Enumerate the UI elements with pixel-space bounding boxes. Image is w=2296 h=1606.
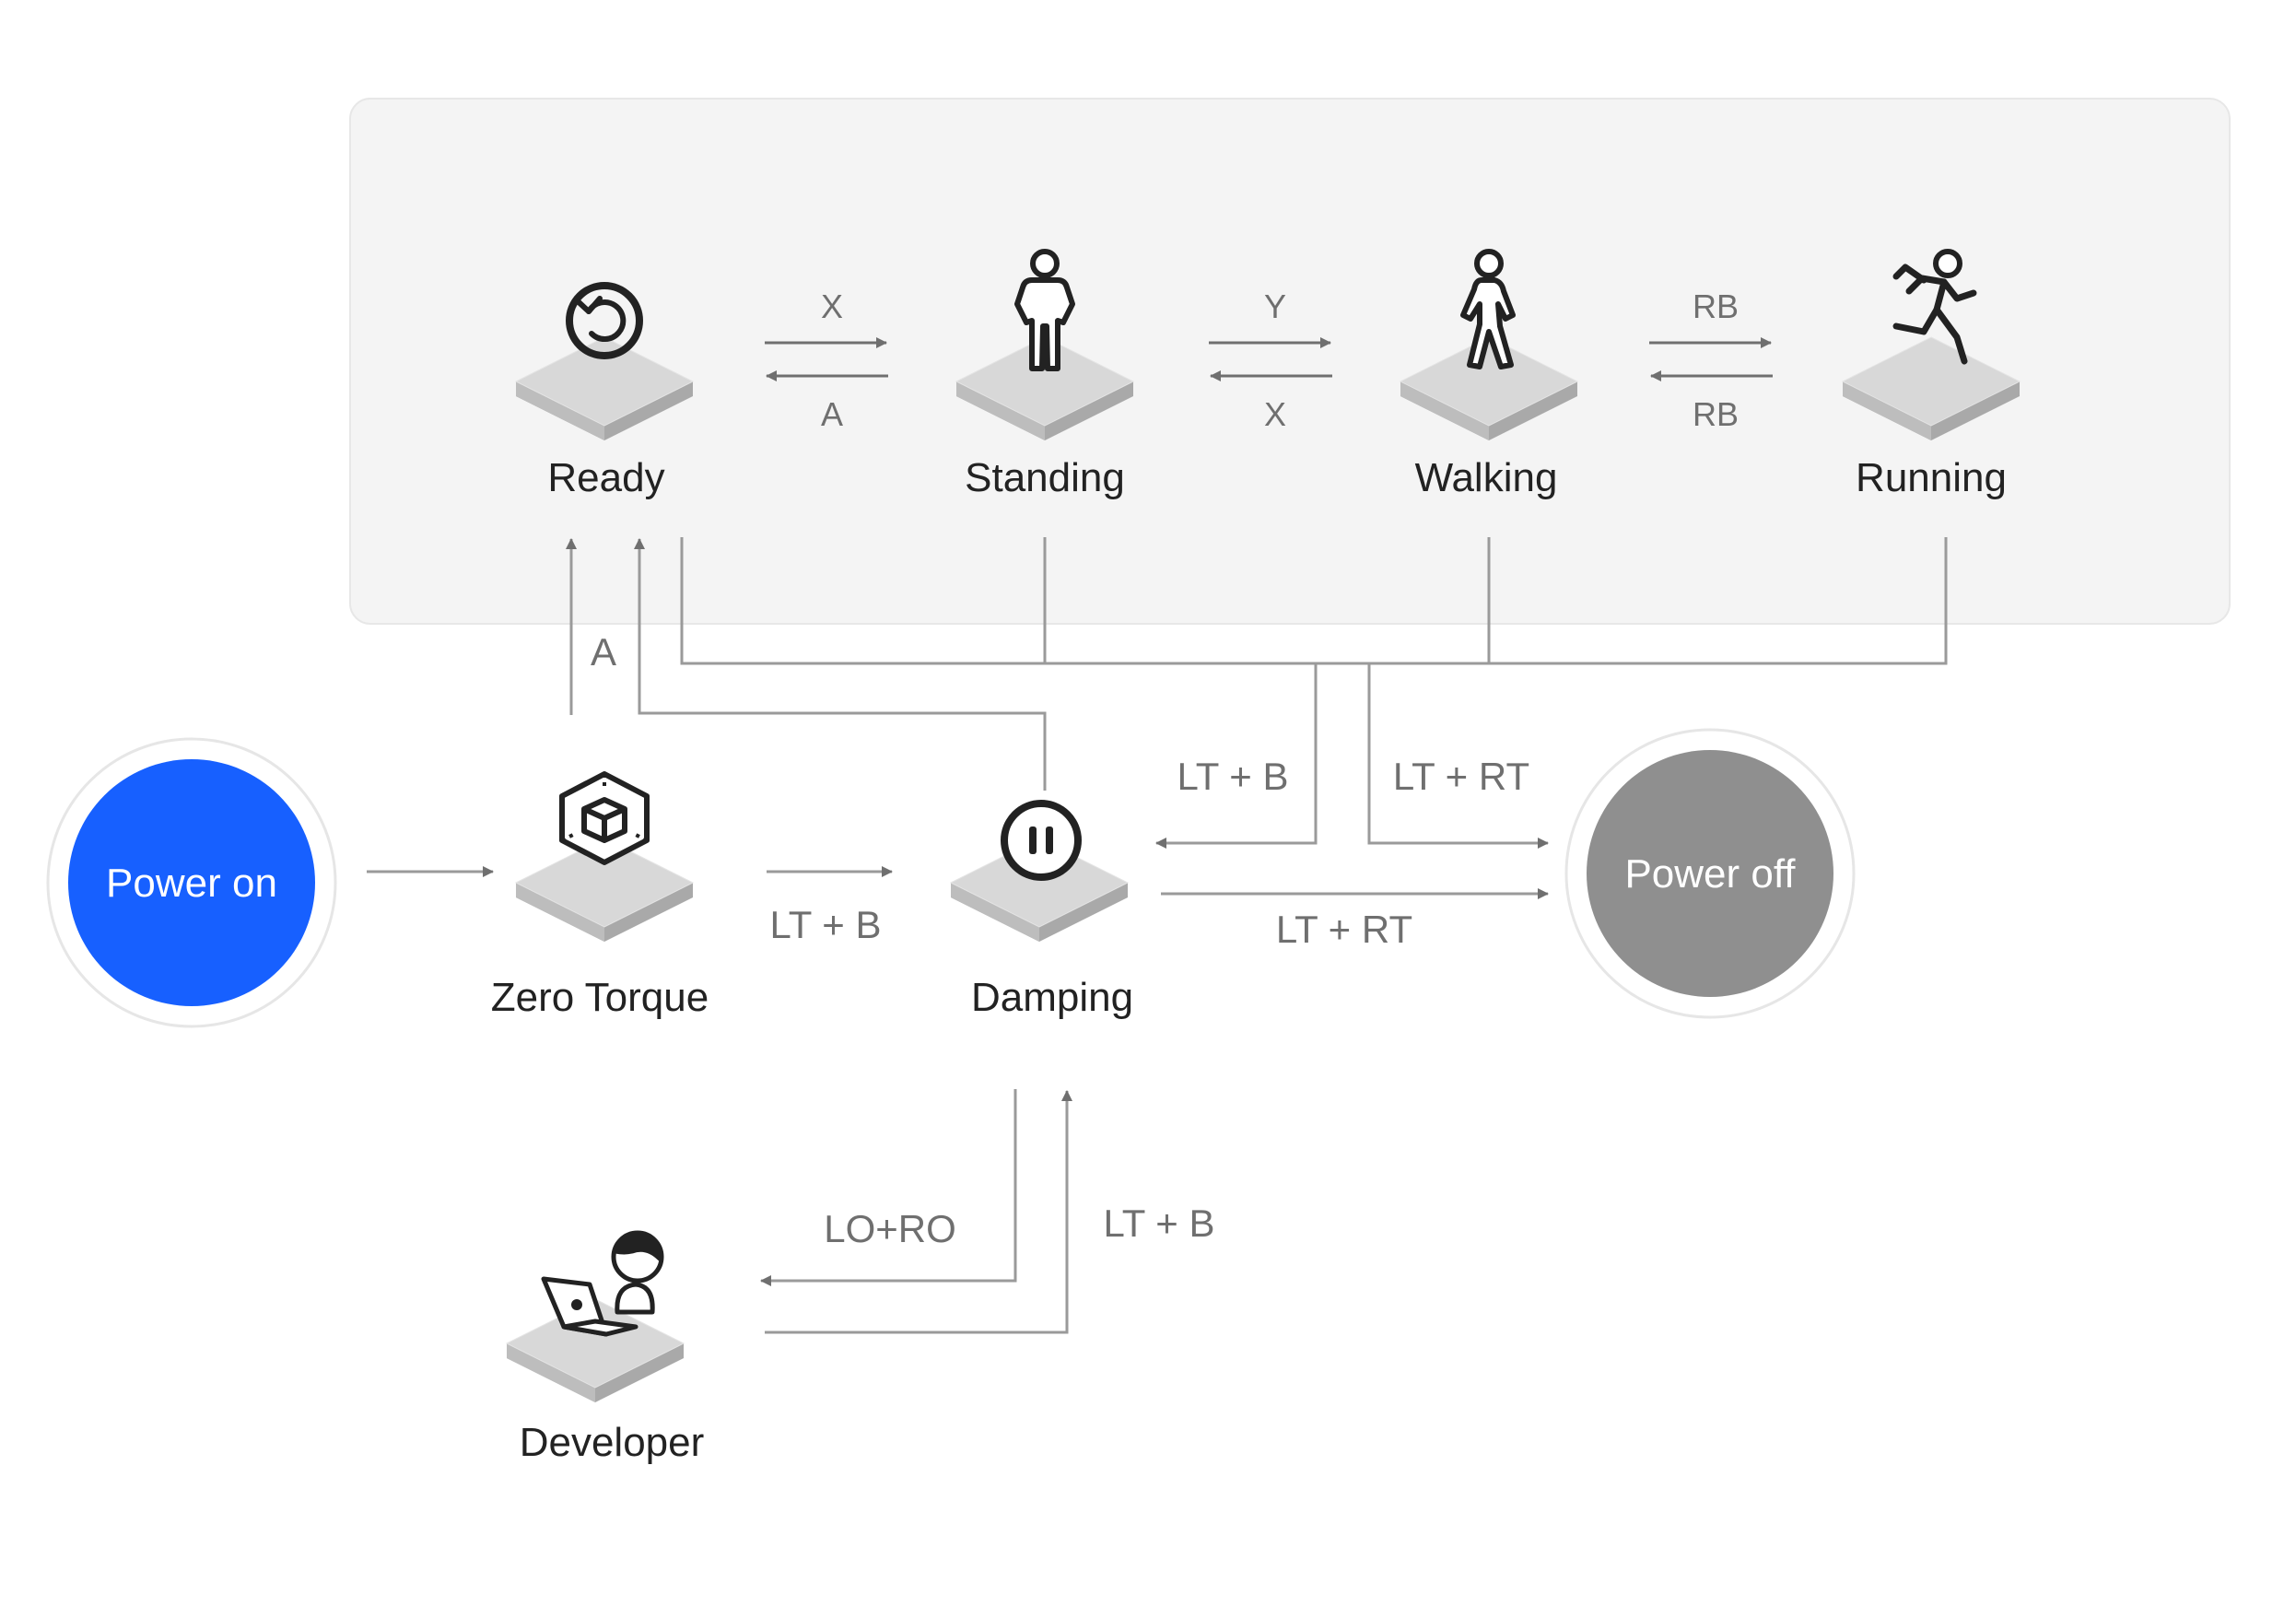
damping-to-developer-line <box>760 1089 1017 1286</box>
developer-to-damping-line <box>765 1090 1072 1334</box>
motion-modes-panel <box>349 98 2231 625</box>
motion-to-damping-key: LT + B <box>1177 755 1288 798</box>
standing-to-walking-key: Y <box>1264 287 1286 325</box>
standing-person-icon <box>1014 249 1075 371</box>
state-damping[interactable]: Damping <box>950 800 1133 1020</box>
reset-icon <box>566 282 643 359</box>
state-label-ready: Ready <box>547 455 664 500</box>
state-ready[interactable]: Ready <box>515 282 694 500</box>
state-label-damping: Damping <box>971 975 1133 1020</box>
state-zero-torque[interactable]: Zero Torque <box>491 771 709 1020</box>
state-label-running: Running <box>1856 455 2007 500</box>
standing-to-ready-key: A <box>821 395 843 433</box>
state-label-developer: Developer <box>520 1420 705 1465</box>
state-developer[interactable]: Developer <box>506 1230 705 1465</box>
bus-line <box>680 537 1948 665</box>
bus-to-damping-line <box>1155 663 1318 849</box>
power-off-node[interactable]: Power off <box>1564 728 1856 1019</box>
state-standing[interactable]: Standing <box>955 249 1134 500</box>
power-on-node[interactable]: Power on <box>46 737 337 1028</box>
walking-person-icon <box>1460 249 1516 369</box>
ready-to-standing-key: X <box>821 287 843 325</box>
damping-to-developer-key: LO+RO <box>824 1207 956 1250</box>
developer-to-damping-key: LT + B <box>1103 1202 1214 1245</box>
damping-to-ready-line <box>634 538 1047 791</box>
power-on-label: Power on <box>106 861 277 906</box>
walking-to-standing-key: X <box>1264 395 1286 433</box>
developer-laptop-icon <box>541 1230 664 1337</box>
state-label-zero-torque: Zero Torque <box>491 975 709 1020</box>
damping-to-power-off-key: LT + RT <box>1276 908 1412 951</box>
state-label-walking: Walking <box>1415 455 1558 500</box>
running-person-icon <box>1892 249 1977 365</box>
connector-lines <box>367 537 1948 1334</box>
state-transition-arrows <box>765 337 1773 381</box>
state-running[interactable]: Running <box>1842 249 2021 500</box>
running-to-walking-key: RB <box>1693 395 1739 433</box>
bus-to-power-off-line <box>1367 663 1549 849</box>
power-off-label: Power off <box>1624 851 1796 897</box>
state-label-standing: Standing <box>965 455 1125 500</box>
zero-torque-to-ready-key: A <box>591 630 616 674</box>
walking-to-running-key: RB <box>1693 287 1739 325</box>
state-walking[interactable]: Walking <box>1400 249 1578 500</box>
motion-to-power-off-key: LT + RT <box>1393 755 1529 798</box>
cube-icon <box>559 771 650 865</box>
zero-torque-to-damping-key: LT + B <box>769 903 881 946</box>
pause-icon <box>1001 800 1082 881</box>
